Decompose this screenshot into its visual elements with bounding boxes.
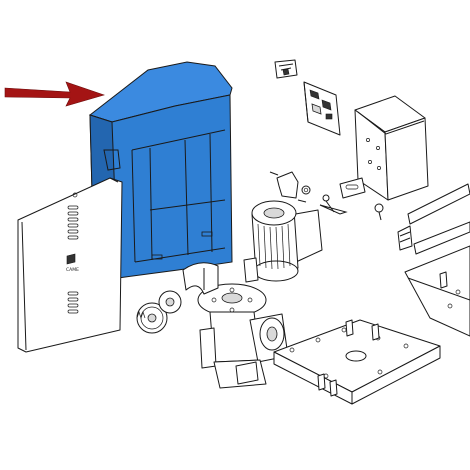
- base-plate-part: [273, 319, 441, 405]
- mounting-bracket-part: [339, 177, 366, 199]
- cable-clip-part: [269, 171, 311, 199]
- door-brand-label: CAME: [66, 267, 79, 273]
- foundation-plate-part: [404, 245, 470, 337]
- drive-gear-part: [136, 290, 182, 334]
- rack-bar-part: [397, 183, 470, 255]
- gear-guard-part: [182, 262, 219, 295]
- electric-motor-part: [243, 200, 323, 283]
- small-bracket-part: [274, 59, 298, 79]
- junction-box-part: [354, 95, 429, 201]
- gearbox-assembly-part: [197, 283, 289, 389]
- screw-set-part: [297, 194, 384, 221]
- arrow-pointer-icon: [4, 81, 105, 107]
- control-board-part: [303, 81, 341, 136]
- front-door-panel: CAME: [17, 177, 123, 353]
